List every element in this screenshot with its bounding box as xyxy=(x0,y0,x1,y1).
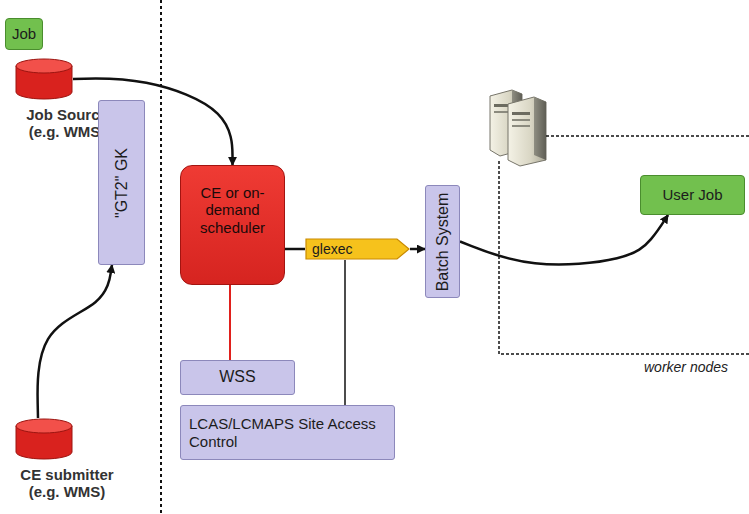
scheduler-box: CE or on-demand scheduler xyxy=(180,165,285,285)
node-label: Batch System xyxy=(433,192,451,291)
node-label: LCAS/LCMAPS Site Access Control xyxy=(181,415,394,450)
gatekeeper-box: "GT2" GK xyxy=(98,100,145,265)
region-outline xyxy=(498,135,749,355)
worker-region: worker nodesUser Job xyxy=(498,135,749,355)
cylinder-top xyxy=(16,59,72,73)
cylinder-shape xyxy=(15,58,73,100)
user-job-box: User Job xyxy=(640,175,745,215)
source-cylinder: Job Source (e.g. WMS) xyxy=(15,58,73,100)
cylinder-top xyxy=(16,419,72,433)
dashed-border xyxy=(499,136,749,354)
submitter-cylinder: CE submitter (e.g. WMS) xyxy=(15,418,73,460)
arrow-outline xyxy=(306,239,409,259)
node-caption: CE submitter (e.g. WMS) xyxy=(11,466,123,501)
batch-box: Batch System xyxy=(425,185,460,298)
wss-box: WSS xyxy=(180,360,295,395)
node-label: "GT2" GK xyxy=(112,147,130,217)
connector xyxy=(344,260,346,405)
access-control-box: LCAS/LCMAPS Site Access Control xyxy=(180,405,395,460)
connector xyxy=(229,285,231,360)
job-box: Job xyxy=(5,18,43,50)
server-icon xyxy=(490,90,546,166)
node-label: User Job xyxy=(662,186,722,203)
node-label: Job xyxy=(12,25,36,42)
node-label: CE or on-demand scheduler xyxy=(187,184,278,236)
connector xyxy=(460,215,668,264)
node-caption: worker nodes xyxy=(644,359,728,375)
node-label: WSS xyxy=(219,368,255,386)
connector xyxy=(410,248,425,251)
cylinder-shape xyxy=(15,418,73,460)
boundary-line xyxy=(160,0,162,514)
node-label: glexec xyxy=(312,241,352,257)
connector xyxy=(38,265,112,418)
glexec-arrow: glexec xyxy=(305,238,410,260)
connector xyxy=(285,248,305,251)
